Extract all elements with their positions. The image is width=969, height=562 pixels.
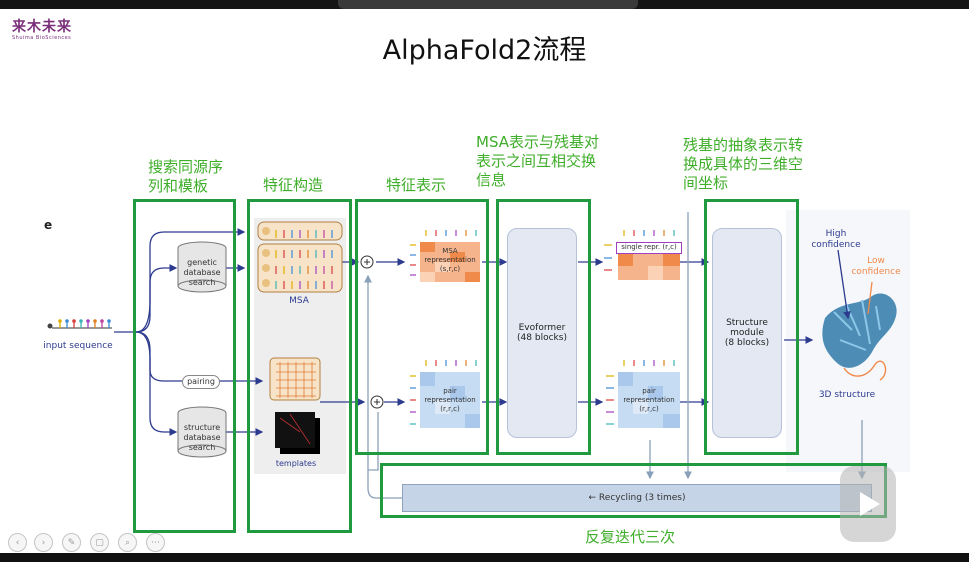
pairing-label: pairing xyxy=(182,375,220,389)
zoom-icon[interactable]: ⌕ xyxy=(118,533,137,552)
annotation-representation: 特征表示 xyxy=(386,176,447,194)
evoformer-block: Evoformer (48 blocks) xyxy=(507,228,577,438)
input-sequence-glyph xyxy=(47,319,112,329)
slide-title: AlphaFold2流程 xyxy=(382,35,587,66)
play-icon xyxy=(860,492,880,516)
high-confidence-label: High confidence xyxy=(811,229,861,250)
protein-structure-icon xyxy=(822,249,897,381)
low-confidence-label: Low confidence xyxy=(851,256,901,277)
pair-representation-heatmap-2 xyxy=(618,372,680,428)
pen-icon[interactable]: ✎ xyxy=(62,533,81,552)
annotation-structure: 残基的抽象表示转 换成具体的三维空 间坐标 xyxy=(683,136,804,192)
green-box-representation xyxy=(355,199,489,455)
play-button[interactable] xyxy=(840,466,896,542)
top-handle xyxy=(338,0,638,9)
next-slide-button[interactable]: › xyxy=(34,533,53,552)
green-box-evoformer xyxy=(496,199,591,455)
genetic-database-cylinder xyxy=(177,241,227,293)
templates-label: templates xyxy=(275,459,317,468)
recycling-bar: ← Recycling (3 times) xyxy=(402,484,872,512)
input-sequence-label: input sequence xyxy=(43,341,113,351)
3d-structure-label: 3D structure xyxy=(818,390,876,400)
msa-representation-heatmap xyxy=(420,242,480,282)
bottom-bar xyxy=(0,553,969,562)
green-box-features xyxy=(247,199,352,533)
plus-node-pair xyxy=(370,395,384,409)
residue-glyphs xyxy=(410,230,675,425)
single-representation-label: single repr. (r,c) xyxy=(616,242,682,254)
msa-label: MSA xyxy=(289,296,309,306)
plus-node-msa xyxy=(360,255,374,269)
annotation-features: 特征构造 xyxy=(263,176,324,194)
template-images xyxy=(275,412,320,454)
structure-database-cylinder xyxy=(177,406,227,458)
green-box-structure xyxy=(704,199,799,455)
top-bar xyxy=(0,0,969,9)
more-icon[interactable]: ⋯ xyxy=(146,533,165,552)
genetic-database-label: genetic database search xyxy=(183,258,221,287)
pair-representation-heatmap xyxy=(420,372,480,428)
pair-representation-label-2: pair representation (r,r,c) xyxy=(623,387,675,413)
green-box-search xyxy=(133,199,236,533)
stray-glyph: e xyxy=(44,218,53,232)
template-pair-grid xyxy=(269,357,321,401)
annotation-search: 搜索同源序 列和模板 xyxy=(148,158,224,195)
structure-module-block: Structure module (8 blocks) xyxy=(712,228,782,438)
msa-representation-label: MSA representation (s,r,c) xyxy=(424,247,476,273)
prev-slide-button[interactable]: ‹ xyxy=(8,533,27,552)
pair-representation-label: pair representation (r,r,c) xyxy=(424,387,476,413)
structure-database-label: structure database search xyxy=(183,423,221,452)
msa-sequences xyxy=(257,221,343,293)
company-logo-subtitle: Shuima BioSciences xyxy=(12,35,72,41)
company-logo: 来木未来 xyxy=(12,19,72,35)
annotation-recycle: 反复迭代三次 xyxy=(585,528,676,546)
annotation-evoformer: MSA表示与残基对 表示之间互相交换 信息 xyxy=(476,133,600,189)
pages-icon[interactable]: ▢ xyxy=(90,533,109,552)
